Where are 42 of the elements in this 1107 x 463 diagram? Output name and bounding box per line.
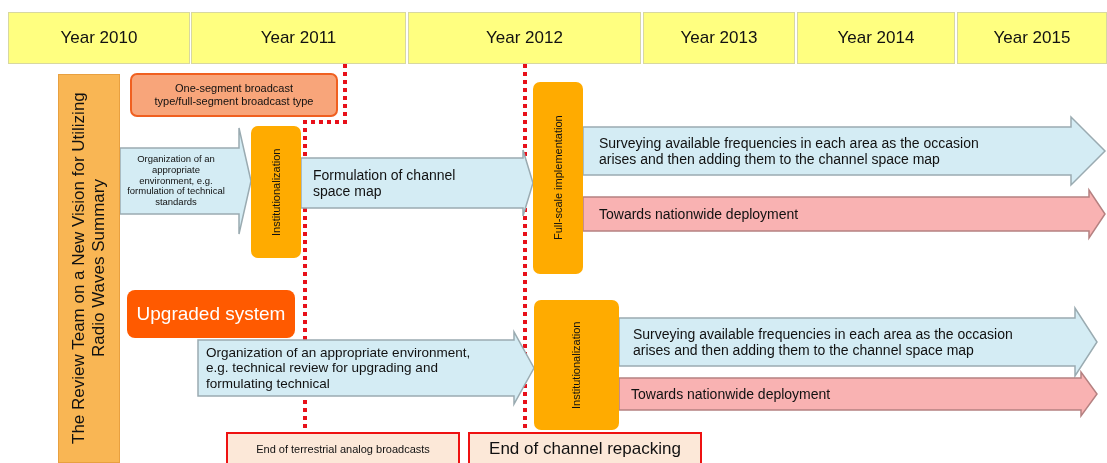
block-arrow bbox=[300, 149, 534, 217]
year-label: Year 2011 bbox=[259, 27, 338, 50]
box-label: Upgraded system bbox=[135, 302, 287, 327]
year-label: Year 2010 bbox=[59, 27, 139, 50]
box-label: Institutionalization bbox=[268, 147, 283, 238]
block-arrow bbox=[618, 305, 1098, 379]
box-label: End of channel repacking bbox=[488, 438, 682, 461]
year-label: Year 2015 bbox=[992, 27, 1072, 50]
year-header bbox=[408, 12, 641, 64]
block-arrow bbox=[582, 187, 1106, 241]
box-label: One-segment broadcast type/full-segment broadcast type bbox=[153, 81, 315, 109]
edge-label: Organization of an appropriate environment, e.g. technical review for upgrading and formulating technical bbox=[206, 343, 472, 393]
box-label: Full-scale implementation bbox=[550, 114, 565, 243]
edge-label: Towards nationwide deployment bbox=[599, 204, 800, 224]
year-header bbox=[957, 12, 1107, 64]
rounded-box bbox=[127, 290, 295, 338]
block-arrow bbox=[197, 329, 535, 407]
box-label: End of terrestrial analog broadcasts bbox=[255, 441, 431, 457]
rounded-box bbox=[251, 126, 301, 258]
block-arrow bbox=[618, 369, 1098, 419]
vertical-title-bar bbox=[58, 74, 120, 463]
edge-label: Towards nationwide deployment bbox=[631, 384, 832, 404]
edge-label: Formulation of channel space map bbox=[313, 165, 457, 201]
year-header bbox=[643, 12, 795, 64]
box-label: Institutionalization bbox=[569, 320, 584, 411]
rounded-box bbox=[534, 300, 619, 430]
edge-label: Surveying available frequencies in each area as the occasion arises and then adding them to the channel space map bbox=[599, 133, 980, 169]
year-header bbox=[797, 12, 955, 64]
block-arrow bbox=[119, 127, 252, 235]
year-header bbox=[8, 12, 190, 64]
edge-label: Surveying available frequencies in each area as the occasion arises and then adding them to the channel space map bbox=[633, 324, 1014, 360]
milestone-box bbox=[468, 432, 702, 463]
block-arrow bbox=[582, 115, 1107, 187]
year-label: Year 2013 bbox=[679, 27, 759, 50]
rounded-box bbox=[130, 73, 338, 117]
year-label: Year 2012 bbox=[485, 27, 564, 50]
rounded-box bbox=[533, 82, 583, 274]
milestone-box bbox=[226, 432, 460, 463]
edge-label: Organization of an appropriate environment, e.g. formulation of technical standards bbox=[126, 151, 226, 210]
box-label: The Review Team on a New Vision for Utilizing Radio Waves Summary bbox=[68, 91, 109, 447]
year-header bbox=[191, 12, 406, 64]
year-label: Year 2014 bbox=[836, 27, 916, 50]
